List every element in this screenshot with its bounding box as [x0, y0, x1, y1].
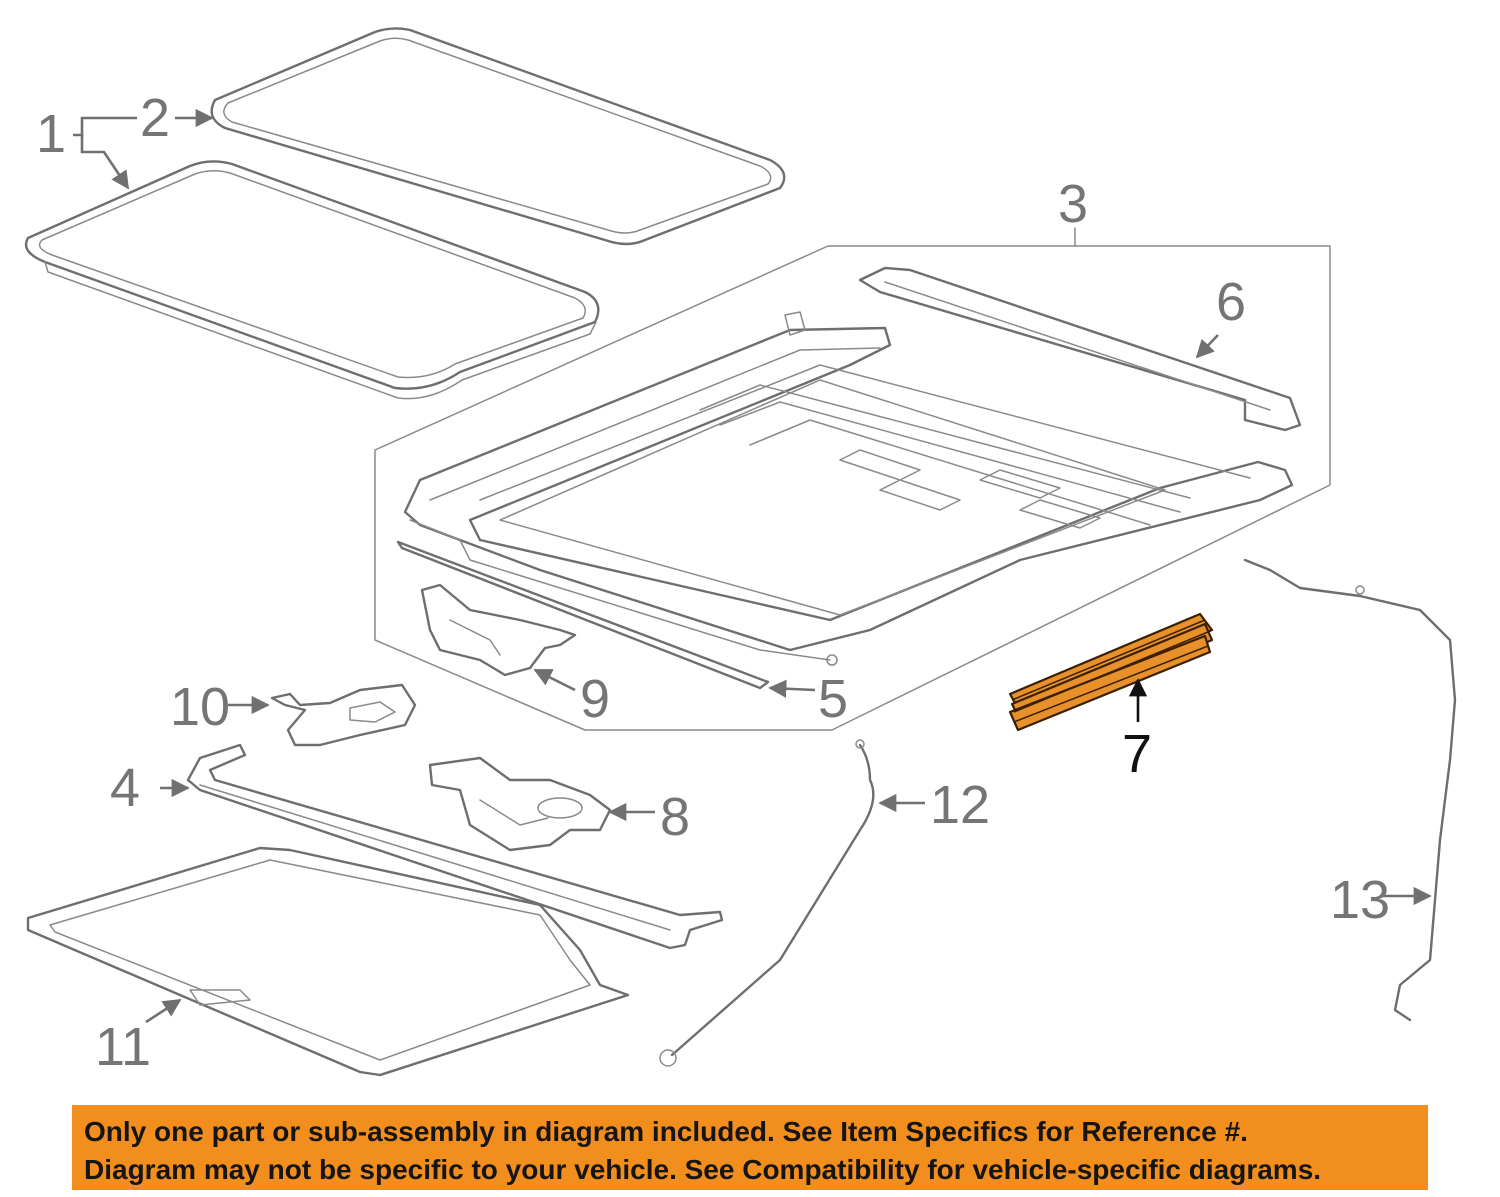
disclaimer-line-1: Only one part or sub-assembly in diagram… [84, 1116, 1248, 1147]
disclaimer-line-2: Diagram may not be specific to your vehi… [84, 1154, 1322, 1185]
drive-motor [428, 756, 612, 852]
guide-rail [186, 743, 724, 950]
drain-hose-bracket [270, 683, 417, 747]
callout-3: 3 [1058, 174, 1088, 234]
glass-panel-upper [210, 27, 786, 246]
callout-5: 5 [818, 669, 848, 729]
callout-8: 8 [660, 787, 690, 847]
callout-9: 9 [580, 669, 610, 729]
sunroof-frame [403, 311, 1294, 666]
callout-12: 12 [930, 775, 990, 835]
drain-tube-front [659, 739, 875, 1067]
callout-11: 11 [95, 1017, 151, 1077]
callout-2: 2 [140, 88, 170, 148]
seal-strip-highlighted [1008, 612, 1214, 732]
rear-rail [858, 266, 1302, 432]
callout-10: 10 [170, 677, 230, 737]
callout-7: 7 [1122, 724, 1152, 784]
callout-13: 13 [1330, 870, 1390, 930]
leader-lines [73, 108, 1432, 1024]
drain-tube-rear [1243, 558, 1457, 1022]
callout-labels: 1 2 3 4 5 6 7 8 9 10 11 12 13 [36, 88, 1390, 1077]
front-seal-strip [396, 540, 770, 690]
glass-panel-lower [24, 160, 600, 400]
frame-assembly-outline [374, 227, 1331, 731]
callout-4: 4 [110, 758, 140, 818]
bracket [420, 583, 577, 677]
sunshade-panel [26, 846, 630, 1077]
callout-1: 1 [36, 104, 66, 164]
disclaimer-banner: Only one part or sub-assembly in diagram… [72, 1105, 1428, 1190]
callout-6: 6 [1216, 272, 1246, 332]
